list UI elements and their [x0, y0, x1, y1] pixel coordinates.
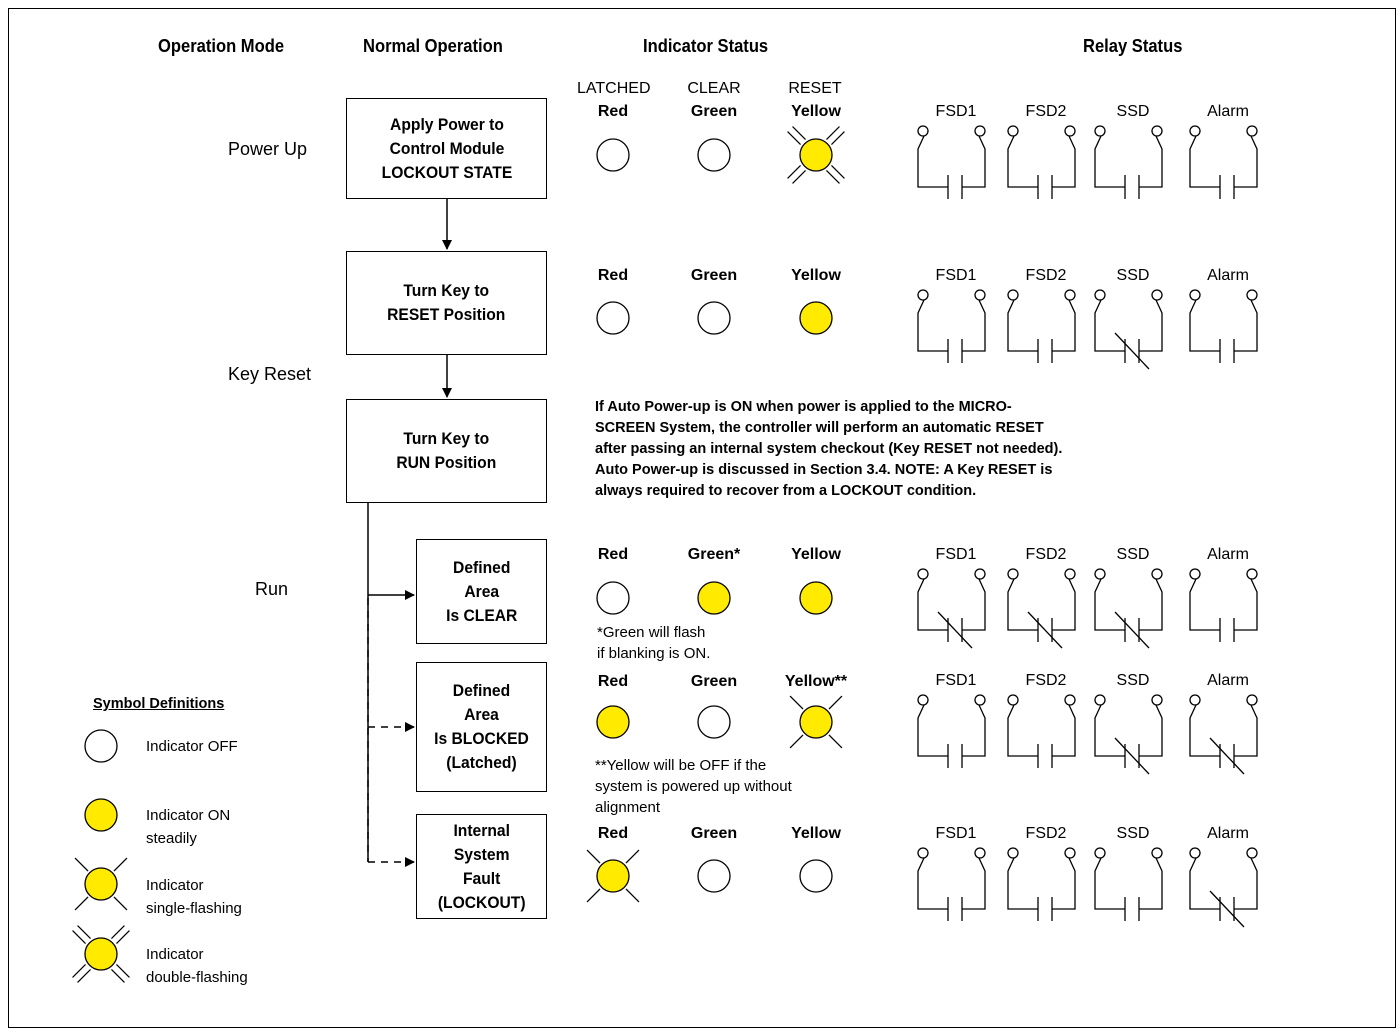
relay-label-area_clear-3: Alarm	[1207, 546, 1249, 563]
relay-label-power_up-0: FSD1	[935, 103, 977, 120]
note-auto-power-up: If Auto Power-up is ON when power is app…	[595, 399, 1063, 499]
relay-contact-area_clear-1	[1007, 568, 1076, 649]
indicator-lamp-key_reset-1	[697, 301, 731, 335]
legend-label-off: Indicator OFF	[146, 738, 238, 755]
mode-power-up: Power Up	[228, 139, 308, 159]
relay-contact-area_blocked-3	[1189, 694, 1258, 775]
indicator-lamp-area_clear-0	[596, 581, 630, 615]
indicator-lamp-internal_fault-2	[799, 859, 833, 893]
indicator-lamp-area_blocked-1	[697, 705, 731, 739]
legend-label-double: Indicator double-flashing	[146, 946, 248, 986]
label-clear: CLEAR	[687, 80, 741, 97]
relay-label-power_up-1: FSD2	[1025, 103, 1067, 120]
relay-label-power_up-3: Alarm	[1207, 103, 1249, 120]
mode-run: Run	[255, 579, 289, 599]
indicator-label-area_clear-0: Red	[597, 546, 629, 563]
indicator-label-internal_fault-1: Green	[690, 825, 738, 842]
box-area-blocked: Defined Area Is BLOCKED (Latched)	[416, 662, 547, 792]
indicator-label-area_blocked-0: Red	[597, 673, 629, 690]
legend-label-on: Indicator ON steadily	[146, 807, 231, 847]
relay-contact-key_reset-0	[917, 289, 986, 363]
box-apply-power: Apply Power to Control Module LOCKOUT ST…	[346, 98, 547, 199]
indicator-label-area_clear-2: Yellow	[791, 546, 841, 563]
indicator-lamp-area_clear-2	[799, 581, 833, 615]
relay-label-key_reset-1: FSD2	[1025, 267, 1067, 284]
header-relay-status: Relay Status	[1083, 36, 1183, 56]
indicator-label-key_reset-2: Yellow	[791, 267, 841, 284]
relay-label-key_reset-3: Alarm	[1207, 267, 1249, 284]
indicator-lamp-power_up-2	[787, 126, 845, 184]
indicator-label-power_up-2: Yellow	[791, 103, 841, 120]
header-indicator-status: Indicator Status	[643, 36, 769, 56]
mode-key-reset: Key Reset	[228, 364, 312, 384]
relay-label-area_clear-0: FSD1	[935, 546, 977, 563]
relay-contact-internal_fault-0	[917, 847, 986, 921]
relay-contact-power_up-2	[1094, 125, 1163, 199]
relay-contact-key_reset-3	[1189, 289, 1258, 363]
indicator-label-power_up-0: Red	[597, 103, 629, 120]
relay-label-internal_fault-0: FSD1	[935, 825, 977, 842]
box-turn-key-reset: Turn Key to RESET Position	[346, 251, 547, 355]
relay-label-key_reset-0: FSD1	[935, 267, 977, 284]
indicator-lamp-key_reset-0	[596, 301, 630, 335]
indicator-lamp-area_blocked-0	[596, 705, 630, 739]
header-operation-mode: Operation Mode	[158, 36, 285, 56]
indicator-lamp-power_up-0	[596, 138, 630, 172]
relay-contact-key_reset-2	[1094, 289, 1163, 370]
relay-contact-area_clear-0	[917, 568, 986, 649]
relay-label-internal_fault-3: Alarm	[1207, 825, 1249, 842]
legend-label-single: Indicator single-flashing	[146, 877, 242, 917]
relay-contact-power_up-0	[917, 125, 986, 199]
indicator-lamp-key_reset-2	[799, 301, 833, 335]
indicator-lamp-internal_fault-0	[586, 849, 640, 903]
relay-contact-area_blocked-1	[1007, 694, 1076, 768]
legend-title: Symbol Definitions	[93, 696, 225, 712]
relay-label-area_blocked-3: Alarm	[1207, 672, 1249, 689]
indicator-label-area_blocked-2: Yellow**	[784, 673, 848, 690]
relay-contact-internal_fault-3	[1189, 847, 1258, 928]
indicator-label-key_reset-0: Red	[597, 267, 629, 284]
relay-label-area_clear-1: FSD2	[1025, 546, 1067, 563]
box-area-clear: Defined Area Is CLEAR	[416, 539, 547, 644]
relay-contact-area_blocked-2	[1094, 694, 1163, 775]
header-normal-operation: Normal Operation	[363, 36, 503, 56]
label-latched: LATCHED	[577, 80, 651, 97]
indicator-lamp-area_blocked-2	[789, 695, 843, 749]
relay-contact-area_blocked-0	[917, 694, 986, 768]
relay-label-area_blocked-1: FSD2	[1025, 672, 1067, 689]
indicator-label-key_reset-1: Green	[690, 267, 738, 284]
indicator-label-internal_fault-0: Red	[597, 825, 629, 842]
label-reset: RESET	[788, 80, 842, 97]
box-internal-fault: Internal System Fault (LOCKOUT)	[416, 814, 547, 919]
indicator-label-internal_fault-2: Yellow	[791, 825, 841, 842]
indicator-label-area_blocked-1: Green	[690, 673, 738, 690]
legend-lamp-double-flashing	[72, 925, 130, 983]
relay-label-internal_fault-1: FSD2	[1025, 825, 1067, 842]
note-green-flash: *Green will flash if blanking is ON.	[597, 624, 711, 662]
relay-contact-area_clear-3	[1189, 568, 1258, 642]
relay-label-internal_fault-2: SSD	[1116, 825, 1150, 842]
relay-label-key_reset-2: SSD	[1116, 267, 1150, 284]
relay-label-area_blocked-2: SSD	[1116, 672, 1150, 689]
relay-label-power_up-2: SSD	[1116, 103, 1150, 120]
indicator-label-power_up-1: Green	[690, 103, 738, 120]
box-turn-key-run: Turn Key to RUN Position	[346, 399, 547, 503]
relay-label-area_blocked-0: FSD1	[935, 672, 977, 689]
legend-lamp-on	[84, 798, 118, 832]
note-yellow-off: **Yellow will be OFF if the system is po…	[595, 757, 792, 816]
relay-contact-internal_fault-2	[1094, 847, 1163, 921]
indicator-lamp-area_clear-1	[697, 581, 731, 615]
indicator-lamp-power_up-1	[697, 138, 731, 172]
relay-contact-area_clear-2	[1094, 568, 1163, 649]
legend-lamp-off	[84, 729, 118, 763]
relay-contact-power_up-1	[1007, 125, 1076, 199]
indicator-lamp-internal_fault-1	[697, 859, 731, 893]
indicator-label-area_clear-1: Green*	[687, 546, 741, 563]
relay-label-area_clear-2: SSD	[1116, 546, 1150, 563]
legend-lamp-single-flashing	[74, 857, 128, 911]
relay-contact-internal_fault-1	[1007, 847, 1076, 921]
relay-contact-key_reset-1	[1007, 289, 1076, 363]
relay-contact-power_up-3	[1189, 125, 1258, 199]
